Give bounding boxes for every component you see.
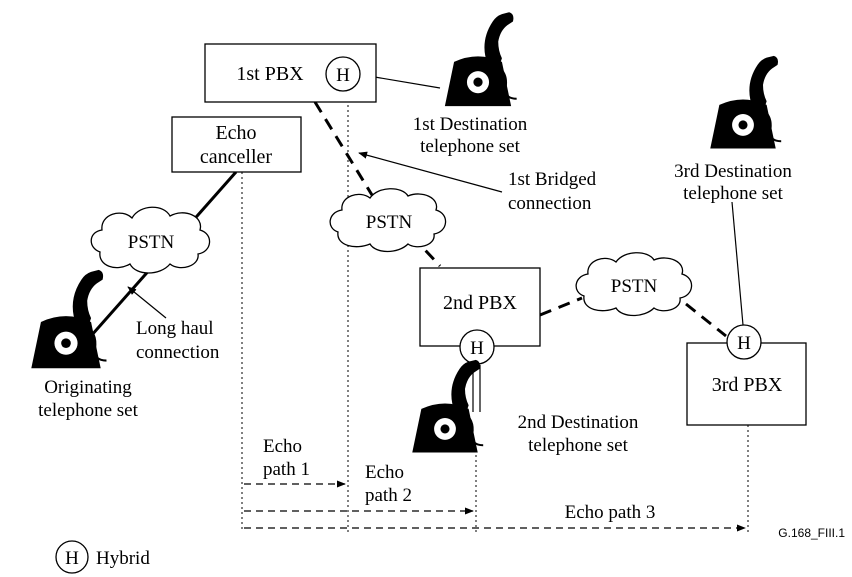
legend-label: Hybrid <box>96 548 150 569</box>
legend: H Hybrid <box>55 540 150 574</box>
pstn-label: PSTN <box>366 212 413 233</box>
hybrid-legend-icon <box>55 540 89 574</box>
hybrid-symbol: H <box>470 338 484 359</box>
figure-id: G.168_FIII.1 <box>778 526 845 540</box>
echo-path2-label-line2: path 2 <box>365 485 412 506</box>
pstn-label: PSTN <box>611 276 658 297</box>
hybrid-symbol: H <box>336 65 350 86</box>
pbx3-box: 3rd PBX H <box>686 324 807 426</box>
hybrid-icon <box>325 56 361 92</box>
pstn-cloud-right: PSTN <box>575 252 693 317</box>
long-haul-label-line2: connection <box>136 342 220 363</box>
echo-path3-label: Echo path 3 <box>565 502 656 523</box>
dest3-label-line1: 3rd Destination <box>674 161 792 182</box>
bridged-connection-line <box>313 101 374 196</box>
dest3-label-line2: telephone set <box>683 183 783 204</box>
echo-canceller-box: Echo canceller <box>171 116 302 173</box>
pbx2-label: 2nd PBX <box>443 292 517 314</box>
echo-canceller-line2: canceller <box>200 146 272 168</box>
bridged-label-line1: 1st Bridged <box>508 169 597 190</box>
pstn-cloud-middle: PSTN <box>329 188 447 253</box>
long-haul-label-line1: Long haul <box>136 318 214 339</box>
originating-label-line2: telephone set <box>38 400 138 421</box>
pstn-label: PSTN <box>128 232 175 253</box>
hybrid-symbol: H <box>737 333 751 354</box>
originating-label-line1: Originating <box>44 377 132 398</box>
dest2-label-line1: 2nd Destination <box>518 412 639 433</box>
originating-telephone-icon <box>30 268 108 370</box>
bridged-label-line2: connection <box>508 193 592 214</box>
pbx1-label: 1st PBX <box>236 63 304 85</box>
pstn-to-pbx3-line <box>685 302 727 338</box>
dest1-label-line1: 1st Destination <box>413 114 528 135</box>
pbx3-to-dest3-line <box>731 201 744 326</box>
bridged-arrow <box>358 151 503 193</box>
dest1-telephone-icon <box>443 11 518 108</box>
hybrid-symbol: H <box>65 548 79 569</box>
pbx3-label: 3rd PBX <box>712 374 783 396</box>
dest2-label-line2: telephone set <box>528 435 628 456</box>
long-haul-arrow <box>127 286 167 319</box>
echo-path1-label-line2: path 1 <box>263 459 310 480</box>
pbx2-to-pstn-line <box>539 296 583 317</box>
hybrid-icon <box>726 324 762 360</box>
dest3-telephone-icon <box>709 54 783 150</box>
pstn-cloud-left: PSTN <box>90 206 211 274</box>
echo-path2-label-line1: Echo <box>365 462 404 483</box>
pbx1-box: 1st PBX H <box>204 43 377 103</box>
dest1-label-line2: telephone set <box>420 136 520 157</box>
pbx2-box: 2nd PBX H <box>419 267 541 365</box>
echo-path1-label-line1: Echo <box>263 436 302 457</box>
echo-canceller-line1: Echo <box>215 122 256 144</box>
